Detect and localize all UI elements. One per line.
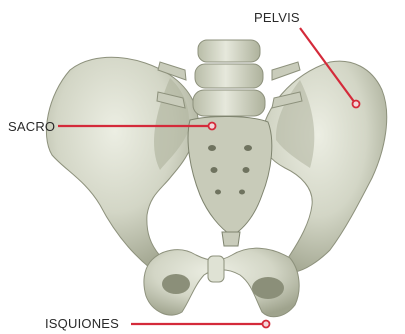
label-sacro: SACRO [8, 119, 55, 134]
left-obturator-foramen [162, 274, 190, 294]
lumbar-spine [157, 40, 302, 116]
sacrum [188, 116, 272, 236]
right-ilium [262, 61, 387, 272]
pelvis-marker [353, 101, 360, 108]
coccyx [222, 232, 240, 246]
right-obturator-foramen [252, 277, 284, 299]
label-pelvis: PELVIS [254, 10, 300, 25]
isquiones-marker [263, 321, 270, 328]
label-isquiones: ISQUIONES [45, 316, 119, 331]
pubic-symphysis [208, 256, 224, 282]
sacro-marker [209, 123, 216, 130]
